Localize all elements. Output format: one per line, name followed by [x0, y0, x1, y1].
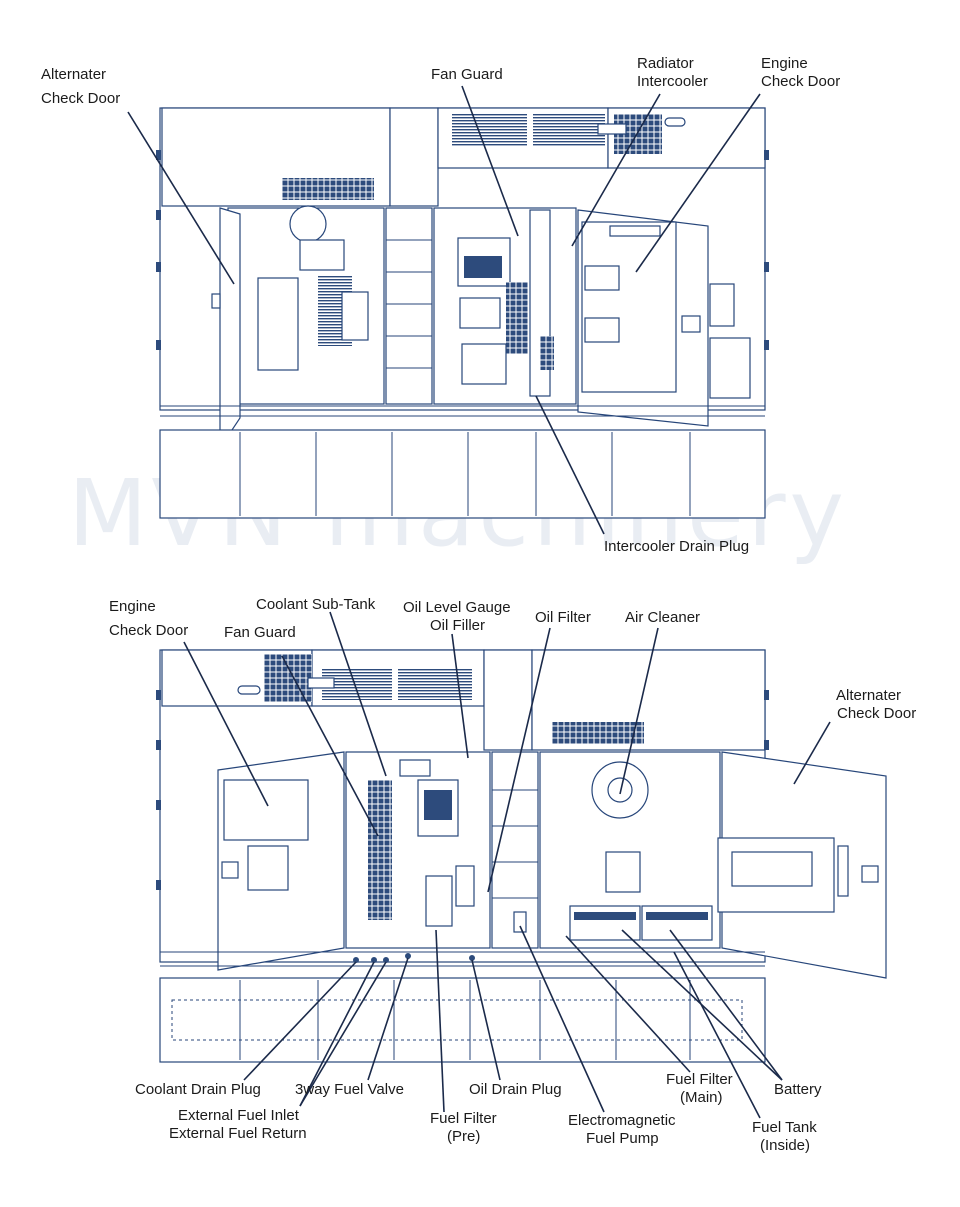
label-intercooler-drain-plug: Intercooler Drain Plug [604, 538, 749, 555]
leader-line [329, 611, 387, 777]
leader-line [487, 627, 551, 893]
radiator-vent [533, 114, 605, 146]
label-oil-drain-plug: Oil Drain Plug [469, 1081, 562, 1098]
leader-line [535, 395, 605, 535]
leader-line [571, 93, 661, 247]
leader-line [183, 641, 269, 807]
label-fuel-filter-pre: Fuel Filter [430, 1110, 497, 1127]
label-external-fuel-return: External Fuel Return [169, 1125, 307, 1142]
label-oil-filter: Oil Filter [535, 609, 591, 626]
label-alternater-check-door: Alternater [836, 687, 901, 704]
label-alternater-check-door: Check Door [41, 90, 120, 107]
label-fuel-tank: (Inside) [760, 1137, 810, 1154]
roof-vent [282, 178, 374, 200]
label-electromagnetic-fuel-pump: Electromagnetic [568, 1112, 676, 1129]
label-engine-check-door: Check Door [109, 622, 188, 639]
label-external-fuel-inlet: External Fuel Inlet [178, 1107, 300, 1124]
label-fan-guard: Fan Guard [224, 624, 296, 641]
leader-line [635, 93, 761, 273]
label-fuel-filter-pre: (Pre) [447, 1128, 480, 1145]
top-generator [156, 107, 769, 519]
label-fuel-filter-main: Fuel Filter [666, 1071, 733, 1088]
label-oil-level-gauge: Oil Level Gauge [403, 599, 511, 616]
label-engine-check-door: Engine [109, 598, 156, 615]
label-oil-filler: Oil Filler [430, 617, 485, 634]
label-electromagnetic-fuel-pump: Fuel Pump [586, 1130, 659, 1147]
label-alternater-check-door: Alternater [41, 66, 106, 83]
leader-line [461, 85, 519, 237]
leader-line [565, 935, 691, 1073]
label-engine-check-door: Check Door [761, 73, 840, 90]
leader-line [243, 961, 357, 1081]
leader-line [435, 929, 445, 1113]
label-fuel-tank: Fuel Tank [752, 1119, 817, 1136]
leader-line [669, 929, 783, 1081]
label-fan-guard: Fan Guard [431, 66, 503, 83]
leader-line [619, 627, 659, 795]
radiator-vent [452, 114, 527, 146]
label-3way-fuel-valve: 3way Fuel Valve [295, 1081, 404, 1098]
leader-line [127, 111, 235, 285]
label-fuel-filter-main: (Main) [680, 1089, 723, 1106]
label-radiator-intercooler: Intercooler [637, 73, 708, 90]
leader-line [673, 951, 761, 1119]
label-engine-check-door: Engine [761, 55, 808, 72]
leader-line [367, 957, 409, 1081]
leader-line [281, 655, 379, 837]
leader-line [471, 959, 501, 1081]
label-radiator-intercooler: Radiator [637, 55, 694, 72]
bottom-generator [156, 649, 887, 1063]
leader-line [299, 961, 387, 1107]
label-coolant-drain-plug: Coolant Drain Plug [135, 1081, 261, 1098]
label-air-cleaner: Air Cleaner [625, 609, 700, 626]
leader-line [793, 721, 831, 785]
label-battery: Battery [774, 1081, 822, 1098]
label-coolant-sub-tank: Coolant Sub-Tank [256, 596, 376, 613]
label-alternater-check-door: Check Door [837, 705, 916, 722]
leader-line [299, 961, 375, 1107]
leader-line [519, 925, 605, 1113]
leader-line [451, 633, 469, 759]
